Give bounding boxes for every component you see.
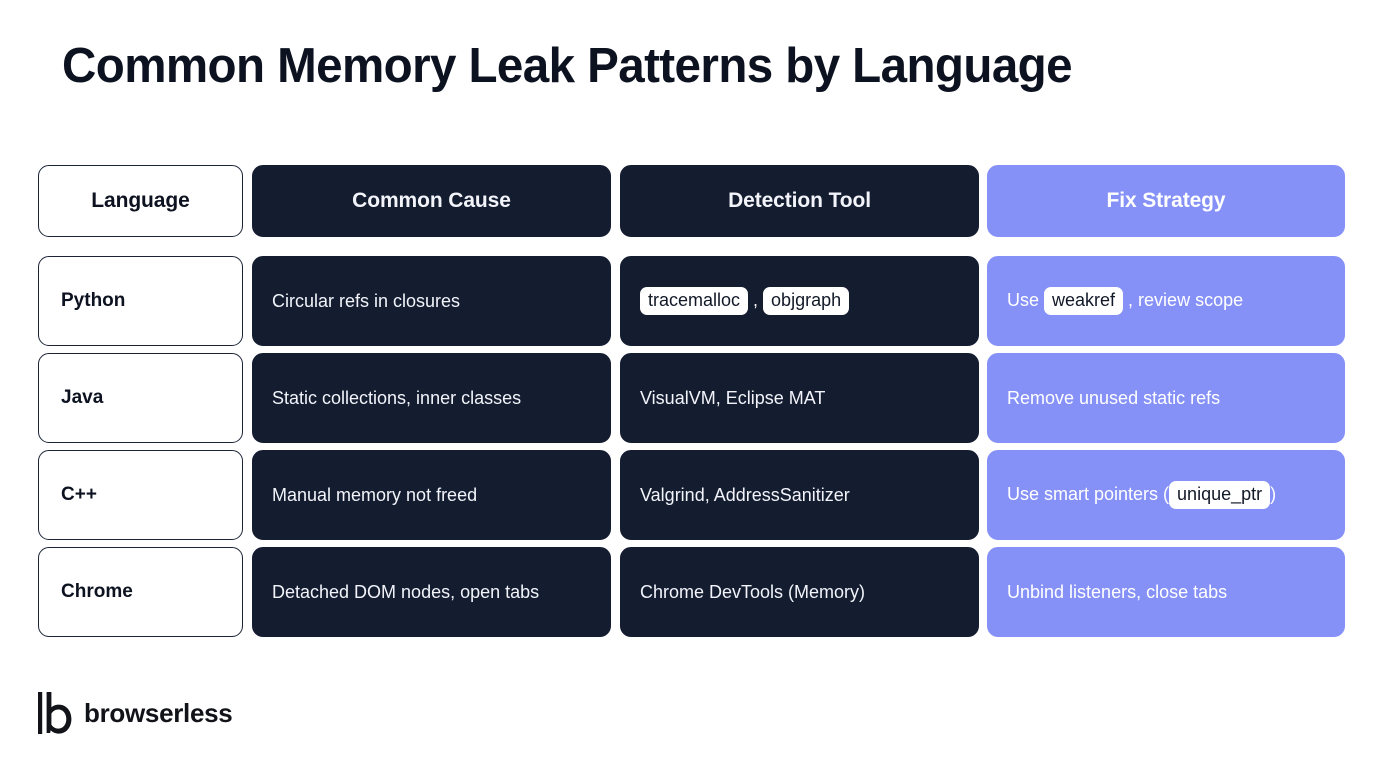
detection-tool-text: Valgrind, AddressSanitizer <box>640 484 850 507</box>
table-header-row: Language Common Cause Detection Tool Fix… <box>38 165 1345 237</box>
page-title: Common Memory Leak Patterns by Language <box>62 39 1073 93</box>
language-label: Chrome <box>61 581 133 603</box>
cell-text-fragment: ) <box>1270 484 1277 505</box>
cell-common-cause: Circular refs in closures <box>252 256 611 346</box>
cell-text-fragment: , review scope <box>1123 290 1244 311</box>
comparison-table: Language Common Cause Detection Tool Fix… <box>38 165 1345 637</box>
cell-fix-strategy: Remove unused static refs <box>987 353 1345 443</box>
cell-language: Python <box>38 256 243 346</box>
cell-common-cause: Static collections, inner classes <box>252 353 611 443</box>
cell-language: Java <box>38 353 243 443</box>
common-cause-text: Circular refs in closures <box>272 290 461 311</box>
table-row: Java Static collections, inner classes Vis… <box>38 353 1345 443</box>
header-label-detection-tool: Detection Tool <box>728 188 871 212</box>
cell-fix-strategy: Unbind listeners, close tabs <box>987 547 1345 637</box>
footer-brand: browserless <box>38 692 233 734</box>
detection-tool-text: Chrome DevTools (Memory) <box>640 581 865 604</box>
cell-common-cause: Manual memory not freed <box>252 450 611 540</box>
code-chip: tracemalloc <box>640 287 749 315</box>
cell-language: Chrome <box>38 547 243 637</box>
common-cause-text: Static collections, inner classes <box>272 387 522 408</box>
cell-text-fragment: Valgrind, AddressSanitizer <box>640 484 850 505</box>
header-cell-language: Language <box>38 165 243 237</box>
language-label: C++ <box>61 484 97 506</box>
code-chip: unique_ptr <box>1169 481 1271 509</box>
header-cell-detection-tool: Detection Tool <box>620 165 979 237</box>
code-chip: weakref <box>1044 287 1124 315</box>
header-label-fix-strategy: Fix Strategy <box>1106 188 1226 212</box>
cell-text-fragment: Chrome DevTools (Memory) <box>640 581 866 602</box>
cell-text-fragment: VisualVM, Eclipse MAT <box>640 387 826 408</box>
table-row: Chrome Detached DOM nodes, open tabs Chrom… <box>38 547 1345 637</box>
cell-text-fragment: Use smart pointers ( <box>1007 484 1170 505</box>
code-chip: objgraph <box>763 287 850 315</box>
common-cause-text: Detached DOM nodes, open tabs <box>272 581 540 602</box>
header-cell-fix-strategy: Fix Strategy <box>987 165 1345 237</box>
cell-detection-tool: VisualVM, Eclipse MAT <box>620 353 979 443</box>
header-cell-common-cause: Common Cause <box>252 165 611 237</box>
cell-detection-tool: tracemalloc , objgraph <box>620 256 979 346</box>
cell-text-fragment: Use <box>1007 290 1045 311</box>
header-label-language: Language <box>91 188 190 212</box>
cell-common-cause: Detached DOM nodes, open tabs <box>252 547 611 637</box>
header-label-common-cause: Common Cause <box>352 188 511 212</box>
table-body: Python Circular refs in closures tracemall… <box>38 256 1345 637</box>
fix-strategy-text: Unbind listeners, close tabs <box>1007 581 1227 604</box>
language-label: Java <box>61 387 104 409</box>
fix-strategy-text: Use smart pointers (unique_ptr) <box>1007 481 1276 509</box>
detection-tool-text: tracemalloc , objgraph <box>640 287 850 315</box>
cell-detection-tool: Chrome DevTools (Memory) <box>620 547 979 637</box>
cell-text-fragment: Unbind listeners, close tabs <box>1007 581 1228 602</box>
cell-fix-strategy: Use weakref , review scope <box>987 256 1345 346</box>
cell-fix-strategy: Use smart pointers (unique_ptr) <box>987 450 1345 540</box>
table-row: Python Circular refs in closures tracemall… <box>38 256 1345 346</box>
fix-strategy-text: Use weakref , review scope <box>1007 287 1243 315</box>
table-row: C++ Manual memory not freed Valgrind, Addr… <box>38 450 1345 540</box>
fix-strategy-text: Remove unused static refs <box>1007 387 1220 410</box>
cell-text-fragment: , <box>748 290 764 311</box>
detection-tool-text: VisualVM, Eclipse MAT <box>640 387 825 410</box>
browserless-b-mark-icon <box>38 692 72 734</box>
cell-detection-tool: Valgrind, AddressSanitizer <box>620 450 979 540</box>
language-label: Python <box>61 290 126 312</box>
brand-name: browserless <box>84 697 233 728</box>
cell-text-fragment: Remove unused static refs <box>1007 387 1221 408</box>
common-cause-text: Manual memory not freed <box>272 484 478 505</box>
cell-language: C++ <box>38 450 243 540</box>
